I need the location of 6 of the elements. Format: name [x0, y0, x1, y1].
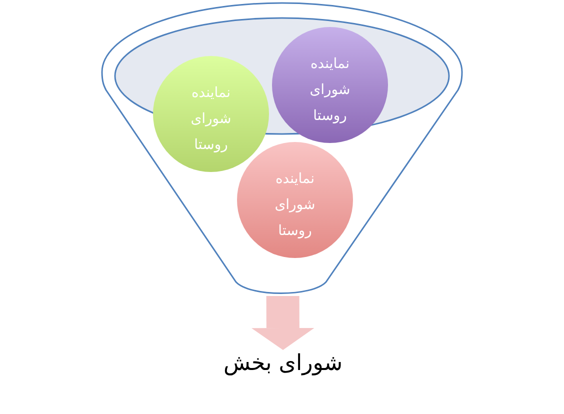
block-arrow	[251, 296, 314, 350]
node-label: نماینده شورای روستا	[274, 170, 316, 241]
node-label: نماینده شورای روستا	[310, 55, 350, 126]
funnel	[100, 1, 465, 296]
node-label: نماینده شورای روستا	[190, 84, 232, 155]
result-label: شورای بخش	[223, 350, 343, 378]
